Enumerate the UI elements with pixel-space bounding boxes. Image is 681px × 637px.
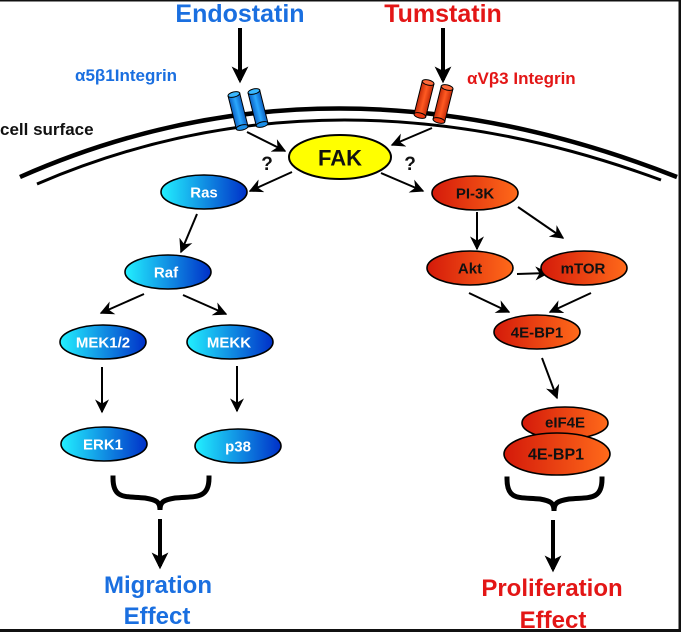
mek12-label: MEK1/2 [76,335,130,352]
4ebp1-bound-node: 4E-BP1 [504,433,610,475]
ras-node: Ras [161,175,247,209]
alphavbeta3-integrin-label: αVβ3 Integrin [467,69,576,88]
fak-label: FAK [318,146,362,171]
cell-surface-label: cell surface [0,120,94,139]
4ebp1-node: 4E-BP1 [494,315,580,349]
mtor-label: mTOR [561,261,606,278]
uncertain-link-left-marker: ? [261,154,273,175]
alpha5beta1-integrin-icon [227,88,268,132]
edge-akt-to-4ebp1 [469,293,509,312]
eif4e-label: eIF4E [545,415,585,432]
proliferation-effect-line1: Proliferation [481,575,622,602]
p38-node: p38 [195,429,281,463]
edge-fak-to-pi3k [381,173,423,191]
endostatin-label: Endostatin [175,0,304,28]
edge-raf-to-mek [101,294,144,313]
alpha5beta1-integrin-label: α5β1Integrin [75,66,177,85]
4ebp1-label: 4E-BP1 [511,325,564,342]
mekk-label: MEKK [207,335,251,352]
pi3k-label: PI-3K [456,186,495,203]
p38-label: p38 [225,439,251,456]
uncertain-link-right-marker: ? [404,154,416,175]
migration-effect-line2: Effect [124,603,191,630]
erk1-node: ERK1 [61,427,147,461]
edge-4ebp1-to-eif4e-complex [542,358,557,398]
mtor-node: mTOR [541,251,627,285]
mek12-node: MEK1/2 [60,325,146,359]
tumstatin-label: Tumstatin [384,0,502,28]
edge-ras-to-raf [181,214,197,252]
migration-brace-icon [113,478,209,510]
akt-node: Akt [427,251,513,285]
4ebp1-bound-label: 4E-BP1 [528,447,584,464]
erk1-label: ERK1 [83,437,123,454]
edge-left-integrin-to-fak [247,132,285,151]
fak-node: FAK [289,135,391,179]
edge-raf-to-mekk [183,295,226,314]
proliferation-effect-line2: Effect [520,607,587,632]
eif4e-4ebp1-complex: eIF4E 4E-BP1 [504,407,610,475]
akt-label: Akt [458,261,482,278]
ras-label: Ras [190,185,218,202]
proliferation-brace-icon [507,479,602,511]
top-border [0,0,681,2]
edge-mtor-to-4ebp1 [550,293,591,312]
pi3k-node: PI-3K [432,176,518,210]
raf-label: Raf [154,265,179,282]
edge-right-integrin-to-fak [392,128,432,145]
raf-node: Raf [125,255,211,289]
edge-pi3k-to-mtor [518,207,563,238]
migration-effect-line1: Migration [104,572,212,599]
mekk-node: MEKK [187,325,273,359]
